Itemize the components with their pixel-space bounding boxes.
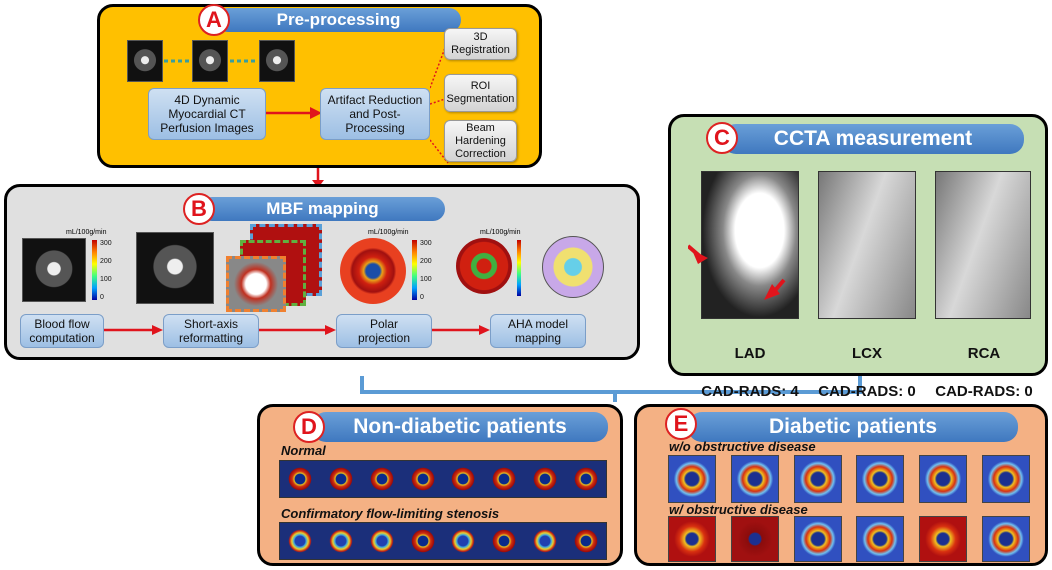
- polar-map-tile: [730, 455, 779, 503]
- unit-label: mL/100g/min: [368, 229, 409, 236]
- panel-d-title: Non-diabetic patients: [353, 415, 567, 438]
- ct-scan-thumbnail: [259, 40, 295, 82]
- b-flow-arrows: [104, 325, 490, 335]
- blood-flow-image: [22, 238, 86, 302]
- reformatted-slices: [226, 256, 286, 312]
- colorbar-tick: 100: [420, 276, 432, 283]
- lad-label: LAD CAD-RADS: 4: [701, 345, 799, 400]
- polar-map-thumb: [447, 463, 480, 495]
- panel-a-header: Pre-processing: [216, 8, 461, 32]
- bracket: [360, 376, 862, 402]
- colorbar-tick: 100: [100, 276, 112, 283]
- colorbar-tick: 200: [420, 258, 432, 265]
- polar-map-thumb: [488, 463, 521, 495]
- step-roi-segmentation: ROI Segmentation: [444, 74, 517, 112]
- rca-image: [935, 171, 1031, 319]
- polar-map-tile: [919, 516, 968, 562]
- panel-c-badge: C: [706, 122, 738, 154]
- polar-map-thumb: [284, 463, 317, 495]
- panel-d-header: Non-diabetic patients: [312, 412, 608, 442]
- panel-d-badge: D: [293, 411, 325, 443]
- lcx-image: [818, 171, 916, 319]
- with-obstructive-tiles: [668, 516, 1030, 562]
- polar-map-tile: [856, 516, 905, 562]
- stenosis-polar-maps-strip: [279, 522, 607, 560]
- step-3d-registration: 3D Registration: [444, 28, 517, 60]
- polar-map-thumb: [406, 463, 439, 495]
- polar-map-tile: [981, 516, 1030, 562]
- polar-map-tile: [730, 516, 779, 562]
- colorbar-tick: 200: [100, 258, 112, 265]
- colorbar-tick: 0: [100, 294, 104, 301]
- polar-map-thumb: [406, 525, 439, 557]
- panel-b-title: MBF mapping: [266, 199, 379, 218]
- polar-map-tile: [919, 455, 968, 503]
- arrow-input-to-artifact: [266, 107, 322, 119]
- row-label-stenosis: Confirmatory flow-limiting stenosis: [281, 506, 500, 521]
- polar-map-thumb: [569, 525, 602, 557]
- colorbar: [92, 240, 97, 300]
- panel-e-header: Diabetic patients: [688, 412, 1018, 442]
- step-short-axis-reformatting: Short-axis reformatting: [163, 314, 259, 348]
- aha-colored-map: [456, 238, 512, 294]
- scan-dotted-links: [164, 59, 258, 63]
- aha-17-segment-model: [542, 236, 604, 298]
- polar-map-thumb: [528, 463, 561, 495]
- panel-e-badge: E: [665, 408, 697, 440]
- ct-scan-thumbnail: [127, 40, 163, 82]
- colorbar-tick: 300: [100, 240, 112, 247]
- rca-label: RCA CAD-RADS: 0: [935, 345, 1033, 400]
- panel-a-title: Pre-processing: [276, 10, 401, 29]
- polar-map-thumb: [365, 525, 398, 557]
- polar-map-tile: [856, 455, 905, 503]
- box-artifact-reduction: Artifact Reduction and Post- Processing: [320, 88, 430, 140]
- polar-map-thumb: [365, 463, 398, 495]
- box-4d-perfusion-images: 4D Dynamic Myocardial CT Perfusion Image…: [148, 88, 266, 140]
- polar-map-tile: [668, 455, 716, 503]
- polar-map-thumb: [325, 463, 358, 495]
- step-beam-hardening: Beam Hardening Correction: [444, 120, 517, 162]
- stenosis-arrows: [688, 244, 786, 300]
- panel-c-header: CCTA measurement: [722, 124, 1024, 154]
- panel-a-badge: A: [198, 4, 230, 36]
- row-label-normal: Normal: [281, 443, 326, 458]
- unit-label: mL/100g/min: [66, 229, 107, 236]
- colorbar: [517, 240, 521, 296]
- step-aha-model-mapping: AHA model mapping: [490, 314, 586, 348]
- polar-map-thumb: [447, 525, 480, 557]
- polar-map-thumb: [528, 525, 561, 557]
- polar-map: [340, 238, 406, 304]
- without-obstructive-tiles: [668, 455, 1030, 503]
- lcx-label: LCX CAD-RADS: 0: [818, 345, 916, 400]
- panel-c-title: CCTA measurement: [773, 127, 973, 150]
- short-axis-source-image: [136, 232, 214, 304]
- row-label-with-obstructive: w/ obstructive disease: [669, 502, 808, 517]
- polar-map-tile: [793, 455, 842, 503]
- row-label-without-obstructive: w/o obstructive disease: [669, 439, 816, 454]
- polar-map-thumb: [325, 525, 358, 557]
- polar-map-thumb: [488, 525, 521, 557]
- polar-map-thumb: [284, 525, 317, 557]
- ct-scan-thumbnail: [192, 40, 228, 82]
- panel-b-header: MBF mapping: [200, 197, 445, 221]
- polar-map-tile: [981, 455, 1030, 503]
- panel-e-title: Diabetic patients: [768, 415, 938, 438]
- polar-map-tile: [668, 516, 716, 562]
- colorbar-tick: 300: [420, 240, 432, 247]
- lad-image: [701, 171, 799, 319]
- polar-map-thumb: [569, 463, 602, 495]
- colorbar: [412, 240, 417, 300]
- step-polar-projection: Polar projection: [336, 314, 432, 348]
- colorbar-tick: 0: [420, 294, 424, 301]
- normal-polar-maps-strip: [279, 460, 607, 498]
- step-blood-flow-computation: Blood flow computation: [20, 314, 104, 348]
- polar-map-tile: [793, 516, 842, 562]
- unit-label: mL/100g/min: [480, 229, 521, 236]
- panel-b-badge: B: [183, 193, 215, 225]
